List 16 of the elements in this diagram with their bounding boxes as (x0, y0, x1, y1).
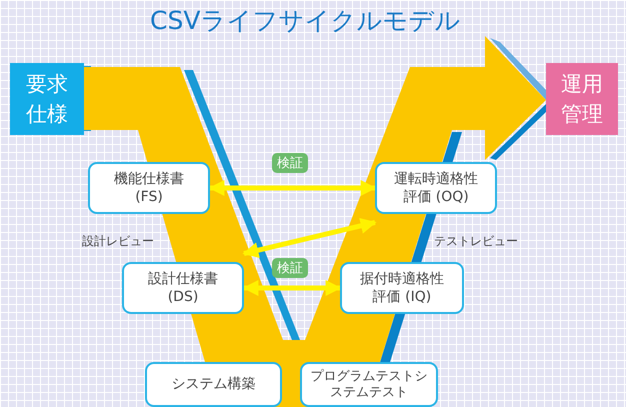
requirements-box: 要求仕様 (10, 63, 84, 135)
process-box: 据付時適格性評価 (IQ) (340, 262, 464, 314)
process-box: 機能仕様書 (FS) (88, 162, 210, 214)
process-box: 運転時適格性評価 (OQ) (375, 162, 497, 214)
review-label: 設計レビュー (82, 233, 154, 250)
edge-label: 検証 (272, 258, 308, 278)
double-arrow (208, 180, 377, 196)
diagram-title: CSVライフサイクルモデル (150, 5, 460, 37)
process-box: システム構築 (145, 362, 282, 407)
double-arrow (242, 218, 377, 258)
double-arrow (242, 280, 342, 296)
review-label: テストレビュー (434, 233, 518, 250)
process-box: プログラムテストシステムテスト (300, 362, 438, 407)
operations-box: 運用管理 (546, 63, 618, 135)
process-box: 設計仕様書 (DS) (122, 262, 244, 314)
edge-label: 検証 (272, 153, 308, 173)
